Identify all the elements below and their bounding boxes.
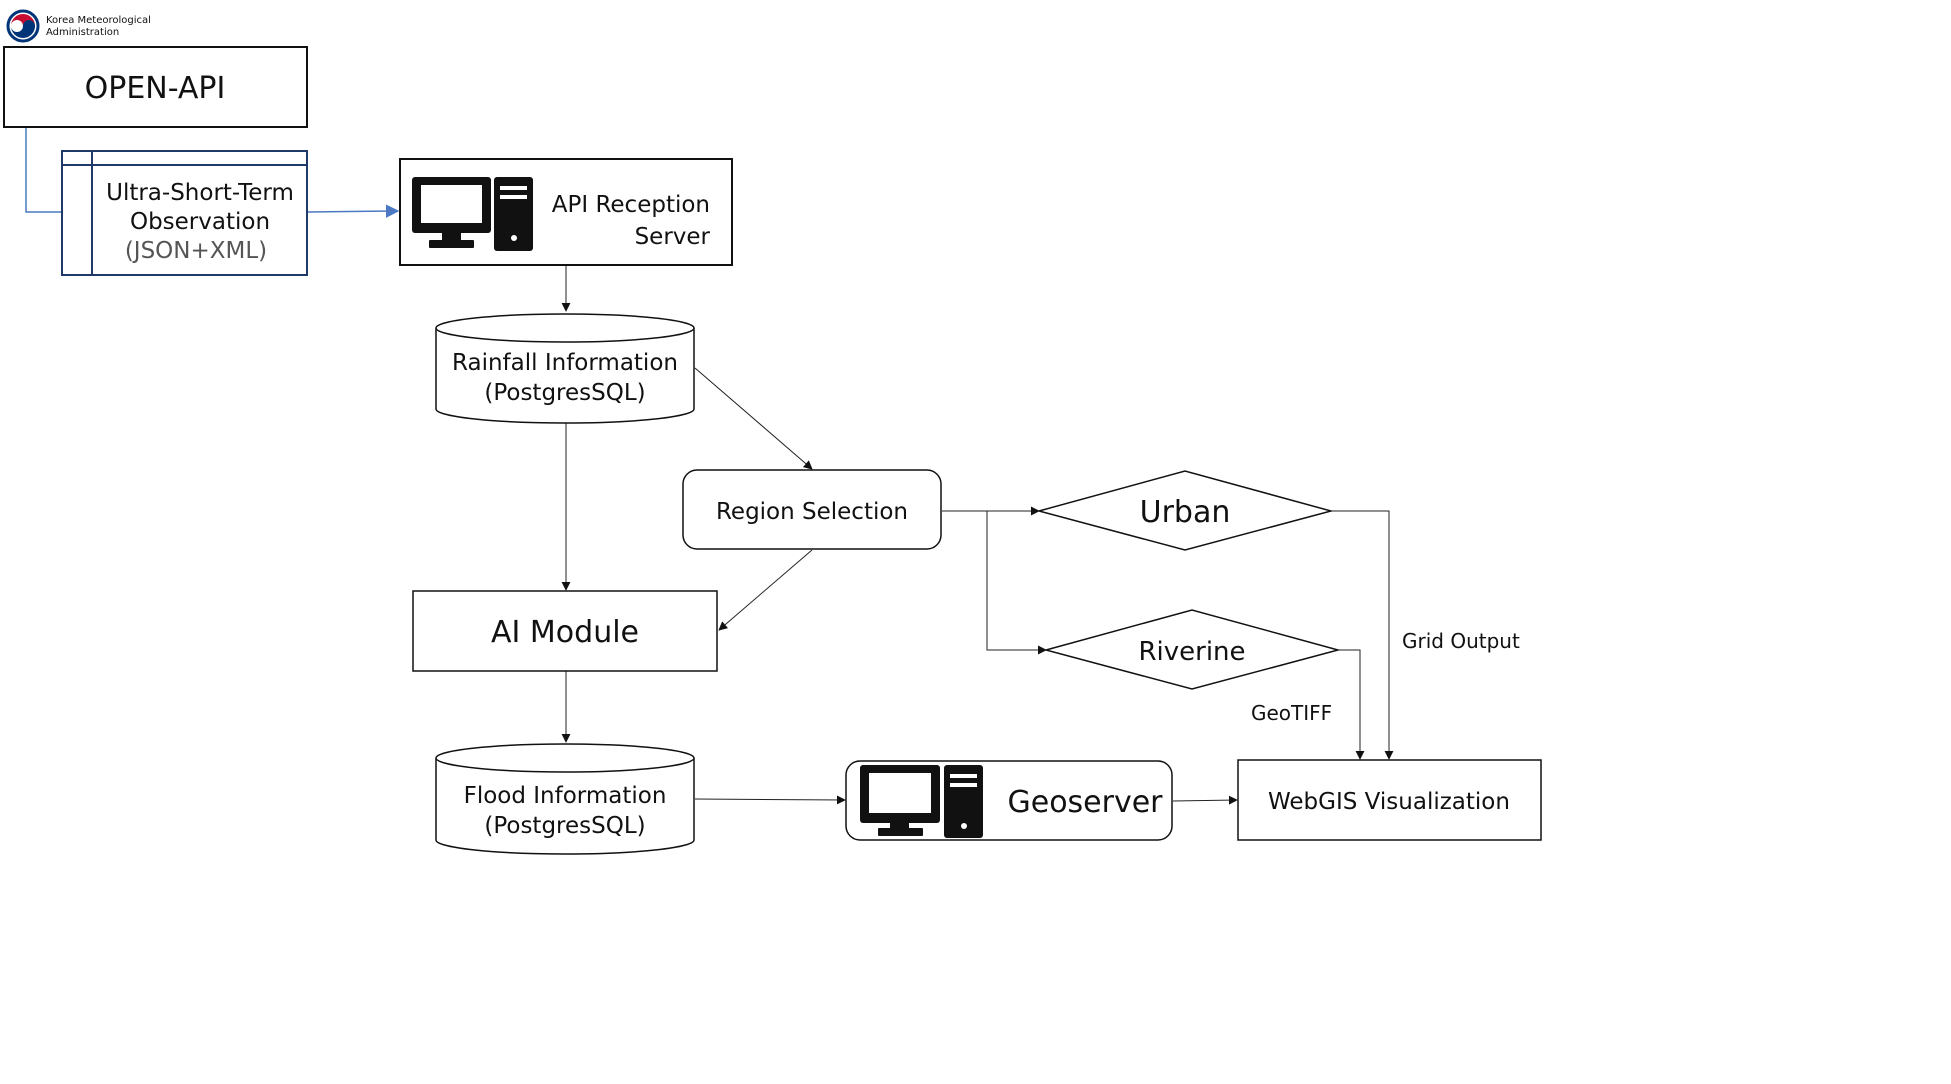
- webgis-node: WebGIS Visualization: [1237, 759, 1542, 841]
- edge-urban-to-webgis: [1331, 510, 1394, 760]
- edge-geoserver-to-webgis: [1172, 795, 1238, 805]
- edge-openapi-to-observation: [25, 127, 62, 213]
- open-api-label: OPEN-API: [85, 71, 226, 106]
- open-api-node: OPEN-API: [3, 46, 308, 128]
- webgis-label: WebGIS Visualization: [1268, 789, 1510, 815]
- system-architecture-diagram: Korea Meteorological Administration OPEN…: [3, 9, 1542, 855]
- region-selection-label: Region Selection: [716, 499, 908, 525]
- observation-line-2: Observation: [130, 209, 270, 235]
- edge-region-to-ai-module: [718, 549, 813, 631]
- computer-icon: [412, 177, 533, 251]
- flood-db-node: Flood Information (PostgresSQL): [435, 743, 695, 855]
- grid-output-label: Grid Output: [1402, 629, 1520, 653]
- urban-node: Urban: [1036, 470, 1334, 551]
- ai-module-label: AI Module: [491, 615, 639, 650]
- edge-region-to-riverine: [986, 511, 1047, 655]
- computer-icon: [860, 765, 983, 838]
- api-server-line-1: API Reception: [552, 192, 710, 218]
- riverine-label: Riverine: [1138, 637, 1245, 667]
- riverine-node: Riverine: [1043, 609, 1341, 690]
- api-server-node: API Reception Server: [399, 158, 733, 266]
- rainfall-db-node: Rainfall Information (PostgresSQL): [435, 313, 695, 424]
- kma-logo: Korea Meteorological Administration: [6, 9, 151, 43]
- edge-flood-to-geoserver: [694, 795, 846, 805]
- rainfall-db-line-1: Rainfall Information: [452, 350, 678, 376]
- api-server-line-2: Server: [635, 224, 711, 250]
- flood-db-line-1: Flood Information: [464, 783, 667, 809]
- edge-observation-to-api-server: [306, 204, 400, 218]
- urban-label: Urban: [1140, 495, 1231, 530]
- logo-line-2: Administration: [46, 27, 119, 38]
- observation-line-3: (JSON+XML): [125, 238, 267, 264]
- geotiff-label: GeoTIFF: [1251, 701, 1332, 725]
- region-selection-node: Region Selection: [682, 469, 942, 550]
- ai-module-node: AI Module: [412, 590, 718, 672]
- logo-line-1: Korea Meteorological: [46, 15, 151, 26]
- taegeuk-emblem-icon: [6, 9, 40, 43]
- geoserver-node: Geoserver: [845, 760, 1173, 841]
- edge-riverine-to-webgis: [1338, 649, 1365, 760]
- rainfall-db-line-2: (PostgresSQL): [484, 380, 645, 406]
- edges: [25, 127, 1394, 805]
- observation-node: Ultra-Short-Term Observation (JSON+XML): [61, 150, 308, 276]
- flood-db-line-2: (PostgresSQL): [484, 813, 645, 839]
- observation-line-1: Ultra-Short-Term: [106, 180, 294, 206]
- geoserver-label: Geoserver: [1007, 785, 1163, 820]
- edge-rainfall-to-region: [694, 367, 813, 470]
